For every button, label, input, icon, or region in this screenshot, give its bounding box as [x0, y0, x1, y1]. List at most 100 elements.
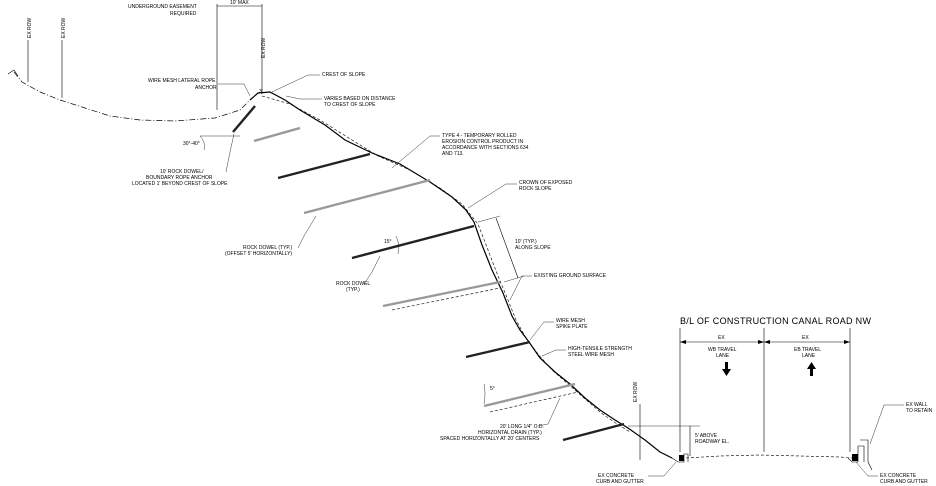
- dowel10-label-1: 10' ROCK DOWEL/: [160, 169, 204, 175]
- angle-30-40-label: 30°-40°: [183, 141, 200, 147]
- wall-label-1: EX WALL: [906, 402, 928, 408]
- curb-right-leader: [855, 461, 878, 477]
- crown-label-2: ROCK SLOPE: [519, 186, 552, 192]
- wire-mesh-anchor-label-1: WIRE MESH LATERAL ROPE: [148, 78, 216, 84]
- wb-label-2: LANE: [716, 353, 730, 359]
- drain-label-3: SPACED HORIZONTALLY AT 20' CENTERS: [440, 436, 540, 442]
- wall-label-2: TO RETAIN: [906, 408, 933, 414]
- wall-leader: [869, 404, 904, 445]
- angle-5-label: 5°: [490, 386, 495, 392]
- curb-left-leader: [648, 461, 677, 477]
- curb-left-block: [679, 455, 684, 461]
- crown-label-1: CROWN OF EXPOSED: [519, 180, 573, 186]
- eb-arrow-up-icon: [807, 362, 816, 376]
- curb-right-label-2: CURB AND GUTTER: [880, 479, 928, 485]
- rock-dowel-1: [253, 126, 301, 143]
- ex-row-label-2: EX ROW: [61, 17, 67, 38]
- typ10-ext-1: [477, 215, 501, 223]
- spike-label-2: SPIKE PLATE: [556, 324, 588, 330]
- type4-label-4: AND 713.: [442, 151, 464, 157]
- ex-wb-label: EX: [718, 335, 725, 341]
- existing-ground-leader: [509, 275, 532, 301]
- above-label-2: ROADWAY EL.: [695, 439, 729, 445]
- drain-hatch: [391, 287, 501, 311]
- ex-row-label-1: EX ROW: [27, 17, 33, 38]
- dowel-typ-label-1: ROCK DOWEL (TYP.): [243, 245, 293, 251]
- rock-dowel-label-2: (TYP.): [346, 287, 360, 293]
- dim-arrow-l2: [764, 340, 770, 344]
- dim-arrow-r1: [758, 340, 764, 344]
- wb-arrow-down-icon: [722, 362, 731, 376]
- easement-label-1: UNDERGROUND EASEMENT: [128, 4, 197, 10]
- dim-arrow-l1: [680, 340, 686, 344]
- curb-right-label-1: EX CONCRETE: [880, 473, 917, 479]
- rock-dowel-3: [303, 178, 431, 215]
- hts-label-2: STEEL WIRE MESH: [568, 352, 614, 358]
- crest-label: CREST OF SLOPE: [322, 72, 366, 78]
- max-dim-label: 10' MAX: [230, 0, 249, 6]
- eb-label-2: LANE: [802, 353, 816, 359]
- above-label-1: 5' ABOVE: [695, 433, 718, 439]
- wire-mesh-line: [261, 95, 631, 433]
- varies-label-2: TO CREST OF SLOPE: [324, 102, 376, 108]
- rock-dowel-6: [465, 340, 531, 359]
- typ10-label-2: ALONG SLOPE: [515, 245, 551, 251]
- wire-mesh-anchor-label-2: ANCHOR: [195, 85, 217, 91]
- ex-row-label-bottom: EX ROW: [633, 381, 639, 402]
- angle-30-40-arc: [199, 135, 205, 151]
- angle-15-arc: [395, 235, 399, 255]
- type4-label-1: TYPE 4 - TEMPORARY ROLLED: [442, 133, 517, 139]
- drain-label-1: 20' LONG 1/4" O.D.: [500, 424, 544, 430]
- dowel10-label-2: BOUNDARY ROPE ANCHOR: [146, 175, 213, 181]
- rock-dowel-label-1: ROCK DOWEL: [336, 281, 370, 287]
- angle-5-arc: [483, 383, 486, 405]
- drain-label-2: HORIZONTAL DRAIN (TYP.): [478, 430, 542, 436]
- ex-row-label-top: EX ROW: [261, 37, 267, 58]
- dowel-typ-label-2: (OFFSET 5' HORIZONTALLY): [225, 251, 292, 257]
- type4-label-2: EROSION CONTROL PRODUCT IN: [442, 139, 524, 145]
- easement-label-2: REQUIRED: [170, 11, 197, 17]
- curb-right-block: [852, 454, 858, 461]
- curb-left-label-1: EX CONCRETE: [598, 473, 635, 479]
- existing-ground-label: EXISTING GROUND SURFACE: [534, 273, 607, 279]
- ex-eb-label: EX: [802, 335, 809, 341]
- horizontal-drain: [483, 382, 576, 408]
- angle-15-label: 15°: [384, 239, 392, 245]
- hts-label-1: HIGH-TENSILE STRENGTH: [568, 346, 632, 352]
- typ10-ext-2: [503, 275, 525, 283]
- varies-label-1: VARIES BASED ON DISTANCE: [324, 96, 396, 102]
- spike-leader: [529, 321, 554, 341]
- varies-leader: [285, 95, 322, 100]
- wb-label-1: WB TRAVEL: [708, 347, 737, 353]
- dowel10-label-3: LOCATED 1' BEYOND CREST OF SLOPE: [132, 181, 228, 187]
- existing-wall: [860, 439, 873, 471]
- dowel-typ-leader: [297, 215, 317, 249]
- left-edge-tick: [7, 69, 19, 77]
- rock-dowel-5: [382, 280, 501, 308]
- type4-leader: [391, 135, 440, 169]
- existing-ground-upland: [13, 71, 253, 122]
- dowel10-leader: [225, 133, 235, 173]
- dim-3-label: 3': [259, 89, 263, 95]
- construction-title: B/L OF CONSTRUCTION CANAL ROAD NW: [680, 316, 871, 326]
- spike-label-1: WIRE MESH: [556, 318, 585, 324]
- boundary-rope-anchor-dowel: [232, 105, 256, 133]
- anchor-leader: [218, 83, 251, 97]
- rock-dowel-2: [277, 152, 371, 180]
- eb-label-1: EB TRAVEL: [794, 347, 821, 353]
- roadway-surface: [685, 454, 853, 459]
- typ10-label-1: 10' (TYP.): [515, 239, 537, 245]
- dim-arrow-r2: [844, 340, 850, 344]
- typ10-dim-line: [495, 217, 519, 279]
- curb-left-label-2: CURB AND GUTTER: [596, 479, 644, 485]
- crown-leader: [467, 183, 517, 209]
- rock-dowel-7: [562, 422, 625, 442]
- rock-dowel-leader: [363, 255, 381, 285]
- hts-leader: [541, 349, 566, 357]
- drain-leader: [537, 397, 561, 427]
- type4-label-3: ACCORDANCE WITH SECTIONS 634: [442, 145, 529, 151]
- crest-leader: [271, 74, 320, 93]
- drain-hatch-2: [489, 391, 579, 413]
